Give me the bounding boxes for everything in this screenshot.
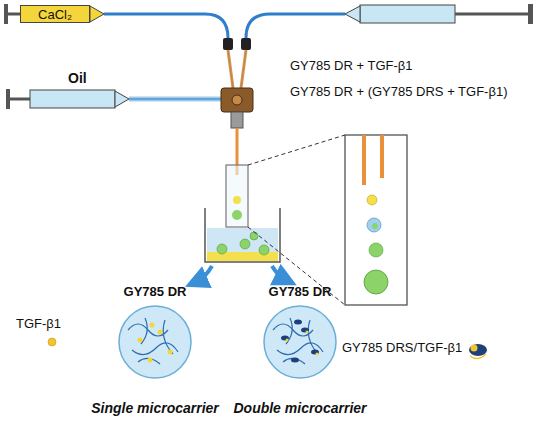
drawn-line [455,13,528,16]
syringe-body: CaCl₂ [20,5,90,23]
drawn-rect [360,5,455,23]
drawn-circle [286,339,289,342]
polymer-syringe [345,4,533,24]
drawn-circle [364,270,388,294]
drawn-rect [345,135,407,305]
drawn-line [228,50,233,88]
drawn-line [8,13,20,16]
drawn-circle [158,330,163,335]
oil-syringe [6,89,129,109]
drawn-path [196,266,212,282]
drs-tgf-icon [469,344,487,359]
drawn-line [248,135,345,165]
drawn-path [104,14,228,38]
drawn-ellipse [294,320,302,325]
drawn-path [128,318,178,364]
drawn-path [470,354,486,359]
drawn-circle [217,244,227,254]
drawn-circle [259,245,269,255]
drawn-ellipse [291,358,299,363]
drawn-path [272,266,286,280]
annotation-label: Oil [68,70,87,86]
drawn-circle [367,195,377,205]
drawn-path [205,208,280,262]
drawn-line [362,135,366,185]
annotation-label: GY785 DR + (GY785 DRS + TGF-β1) [290,84,507,99]
drawn-circle [316,353,319,356]
drawn-circle [367,218,381,232]
drawn-line [129,99,222,100]
drawn-circle [48,338,56,346]
drawn-circle [250,232,258,240]
drawn-circle [306,331,309,334]
drawn-ellipse [469,344,487,356]
drawn-rect [207,228,278,261]
drawn-line [380,135,384,178]
syringe-label: CaCl₂ [38,7,72,22]
drawn-circle [150,323,155,328]
drawn-rect [226,165,248,227]
drawn-circle [369,243,383,257]
drawn-line [248,227,345,305]
drawn-path [246,14,345,38]
drawn-circle [119,306,191,378]
annotation-label: TGF-β1 [16,316,61,331]
drawn-polygon [115,91,129,107]
cacl2-syringe [4,4,104,24]
annotation-label: GY785 DRS/TGF-β1 [342,340,462,355]
drawn-rect [528,4,533,24]
drawn-rect [4,4,8,24]
drawn-circle [264,306,336,378]
drawn-ellipse [281,336,289,341]
drawn-polygon [345,6,360,22]
drawn-ellipse [311,350,319,355]
carrier-heading: GY785 DR [269,284,332,299]
annotation-label: GY785 DR + TGF-β1 [290,58,412,73]
drawn-line [241,50,246,88]
carrier-caption: Single microcarrier [91,400,219,416]
drawn-circle [232,95,242,105]
drawn-path [273,318,323,364]
microcarrier: GY785 DR Single microcarrier [80,284,230,416]
drawn-rect [30,90,115,108]
carrier-caption: Double microcarrier [233,400,366,416]
drawn-circle [233,196,241,204]
drawn-circle [232,210,242,220]
drawn-circle [372,223,378,229]
drawn-line [10,98,30,101]
drawn-polygon [90,6,104,22]
drawn-rect [231,112,243,128]
drawn-rect [241,38,251,50]
drawn-line [129,97,222,102]
drawn-circle [148,358,153,363]
drawn-ellipse [301,328,309,333]
drawn-circle [168,350,173,355]
drawn-rect [223,38,233,50]
drawn-circle [240,239,250,249]
carrier-heading: GY785 DR [124,284,187,299]
drawn-rect [221,88,253,112]
drawn-circle [138,338,143,343]
drawn-rect [6,89,10,109]
drawn-line [228,50,233,88]
drawn-circle [471,345,478,352]
drawn-line [241,50,246,88]
